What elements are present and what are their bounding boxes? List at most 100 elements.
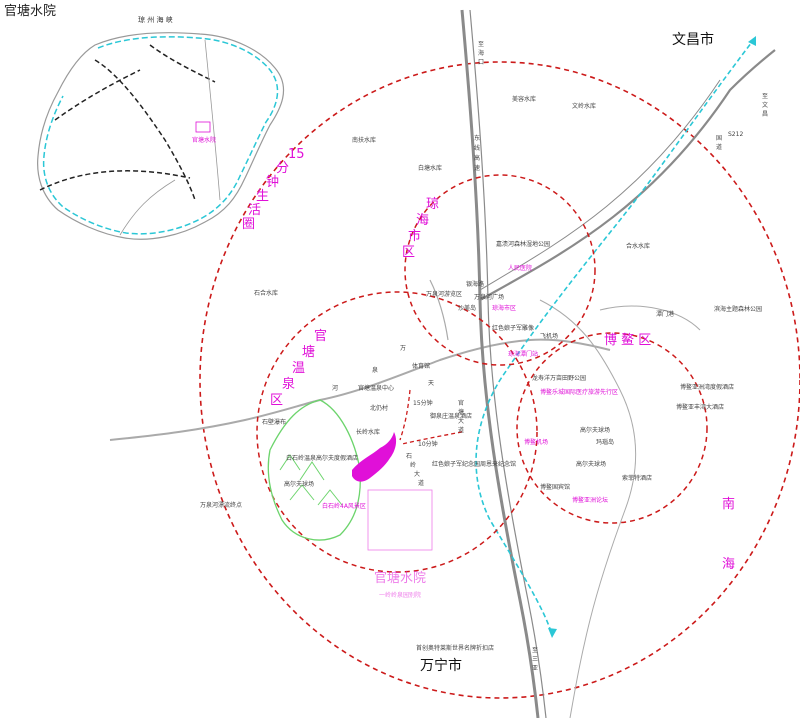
svg-text:红色娘子军雕像: 红色娘子军雕像 <box>492 324 534 332</box>
coastline <box>539 299 637 718</box>
inset-road-2 <box>204 39 221 201</box>
svg-text:速: 速 <box>474 165 480 172</box>
svg-text:文: 文 <box>762 101 768 109</box>
svg-text:圈: 圈 <box>242 217 255 232</box>
svg-text:官: 官 <box>314 328 327 344</box>
inset-project-marker <box>195 121 211 133</box>
svg-text:大: 大 <box>458 417 464 425</box>
svg-text:石: 石 <box>406 453 412 460</box>
wanquan-river <box>109 338 611 441</box>
river-branch <box>429 279 449 341</box>
zhisanya-label: 至 三 亚 <box>532 647 538 672</box>
svg-text:道: 道 <box>716 143 722 151</box>
coastline-2 <box>599 305 701 331</box>
logo-seal <box>367 489 433 551</box>
svg-text:区: 区 <box>270 393 283 408</box>
inset-coastline <box>37 32 285 240</box>
tianfeng-label: 天 <box>428 380 434 387</box>
shiling-road-label: 石 岭 大 道 <box>406 453 424 487</box>
svg-text:至: 至 <box>762 93 768 100</box>
svg-text:石壁瀑布: 石壁瀑布 <box>262 418 286 426</box>
svg-text:博鳌亚洲论坛: 博鳌亚洲论坛 <box>572 496 608 504</box>
baishiling-scenic-area <box>267 399 361 541</box>
strait-label: 琼 州 海 峡 <box>138 15 173 24</box>
svg-text:南: 南 <box>722 496 735 512</box>
svg-text:长岭水库: 长岭水库 <box>356 428 380 436</box>
highway-wenchang-edge <box>479 79 721 291</box>
svg-text:万泉河漂流终点: 万泉河漂流终点 <box>200 501 242 509</box>
svg-text:道: 道 <box>418 479 424 487</box>
svg-text:市: 市 <box>408 228 421 244</box>
route-10min <box>401 431 463 445</box>
route-15min-label: 15分钟 <box>413 399 433 407</box>
zone-nanhai-label: 南 海 <box>722 496 735 572</box>
svg-text:海: 海 <box>722 557 735 572</box>
svg-text:琼: 琼 <box>426 197 439 212</box>
qionghai-circle <box>404 174 596 366</box>
svg-text:潭门港: 潭门港 <box>656 310 674 318</box>
svg-text:高尔夫球场: 高尔夫球场 <box>580 426 610 434</box>
svg-text:白石岭4A风景区: 白石岭4A风景区 <box>322 502 366 510</box>
inset-highway-4 <box>39 170 191 191</box>
svg-text:体育馆: 体育馆 <box>412 362 430 370</box>
svg-text:玛瑙岛: 玛瑙岛 <box>596 438 614 446</box>
guantang-road-label: 官 塘 大 道 <box>458 399 464 434</box>
zone-qionghai-label: 琼 海 市 区 <box>402 197 439 260</box>
inset-highway-1 <box>94 59 196 201</box>
svg-text:南扶水库: 南扶水库 <box>352 136 376 144</box>
logo-name: 官塘水院 <box>374 570 426 586</box>
svg-text:国: 国 <box>716 135 722 142</box>
svg-text:至: 至 <box>478 41 484 48</box>
project-site <box>352 432 397 482</box>
svg-text:海: 海 <box>478 49 484 57</box>
svg-text:分: 分 <box>276 161 289 176</box>
project-logo: 官塘水院 一岭岭泉园别院 <box>367 489 433 599</box>
svg-text:万: 万 <box>400 345 406 352</box>
svg-text:嘉渍河森林湿地公园: 嘉渍河森林湿地公园 <box>496 240 550 248</box>
svg-text:滨海主题森林公园: 滨海主题森林公园 <box>714 305 762 313</box>
svg-text:龙寿洋万亩田野公园: 龙寿洋万亩田野公园 <box>532 374 586 382</box>
guantang-circle <box>256 291 538 573</box>
svg-text:高尔夫球场: 高尔夫球场 <box>576 460 606 468</box>
inset-map: 琼 州 海 峡 官塘水院 <box>37 15 285 240</box>
svg-text:沙美岛: 沙美岛 <box>458 304 476 312</box>
svg-text:昌: 昌 <box>762 111 768 118</box>
svg-text:泉: 泉 <box>372 366 378 374</box>
svg-text:人民医院: 人民医院 <box>508 264 532 272</box>
city-wenchang: 文昌市 <box>672 31 714 48</box>
svg-text:银海路: 银海路 <box>466 280 484 288</box>
expressway-label: 东 线 高 速 <box>474 134 480 172</box>
svg-text:御泉庄温泉酒店: 御泉庄温泉酒店 <box>430 412 472 420</box>
svg-text:博鳌国宾馆: 博鳌国宾馆 <box>540 483 570 491</box>
svg-text:活: 活 <box>248 203 261 218</box>
highway-wenchang-label: 至 文 昌 <box>762 93 768 118</box>
zone-boao-label: 博 鳌 区 <box>604 332 651 348</box>
svg-text:官塘温泉中心: 官塘温泉中心 <box>358 384 394 392</box>
expressway-edge <box>469 9 547 718</box>
svg-text:高: 高 <box>474 154 480 162</box>
svg-text:首创奥特莱斯世界名牌折扣店: 首创奥特莱斯世界名牌折扣店 <box>416 644 494 652</box>
zone-15min-label: 15 分 钟 生 活 圈 <box>242 147 305 232</box>
route-10min-label: 10分钟 <box>418 440 438 448</box>
route-15min <box>399 389 411 441</box>
svg-text:高尔夫球场: 高尔夫球场 <box>284 480 314 488</box>
page-title: 官塘水院 <box>4 3 56 19</box>
expressway <box>460 9 540 718</box>
svg-text:石合水库: 石合水库 <box>254 289 278 297</box>
svg-text:道: 道 <box>458 426 464 434</box>
inset-rail-cyan <box>42 36 279 235</box>
svg-text:文岭水库: 文岭水库 <box>572 102 596 110</box>
svg-text:飞机场: 飞机场 <box>540 332 558 340</box>
svg-text:河: 河 <box>332 384 338 392</box>
svg-text:万泉河广场: 万泉河广场 <box>474 293 504 301</box>
svg-text:美容水库: 美容水库 <box>512 95 536 103</box>
svg-text:泉: 泉 <box>282 376 295 392</box>
svg-text:琼海潭门站: 琼海潭门站 <box>508 350 538 358</box>
svg-text:大: 大 <box>414 470 420 478</box>
logo-slogan: 一岭岭泉园别院 <box>379 591 421 599</box>
svg-text:东: 东 <box>474 134 480 142</box>
svg-text:岭: 岭 <box>410 461 416 469</box>
svg-text:白石岭温泉高尔夫度假酒店: 白石岭温泉高尔夫度假酒店 <box>286 454 358 462</box>
zhihaikou-label: 至 海 口 <box>478 41 484 66</box>
